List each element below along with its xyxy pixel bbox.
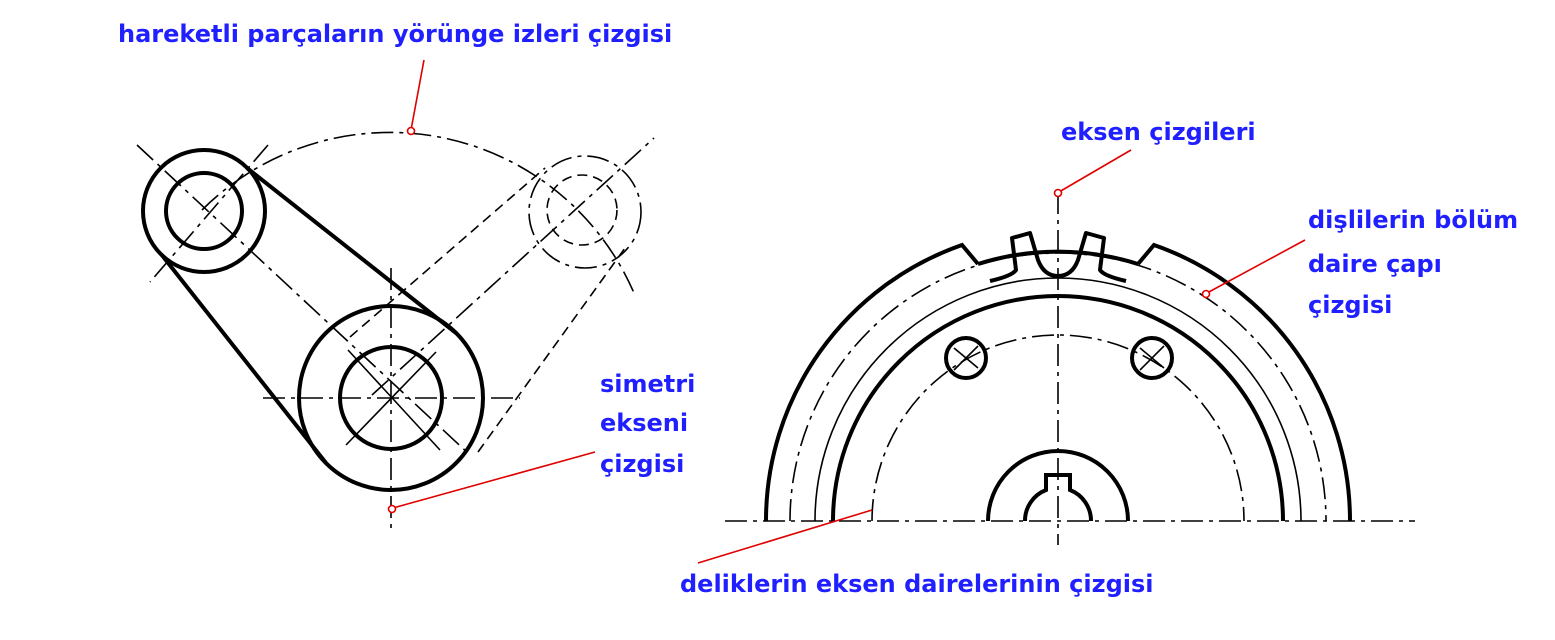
center-line (136, 144, 471, 456)
label-trajectory: hareketli parçaların yörünge izleri çizg… (118, 20, 672, 48)
pitch-circle (789, 252, 1327, 522)
gear-root-arc (977, 249, 1139, 266)
hub-outer-arc (986, 449, 1130, 522)
label-pitch-3: çizgisi (1308, 291, 1392, 319)
root-circle (814, 277, 1302, 522)
axes-leader (1053, 149, 1132, 198)
trajectory-arc (201, 131, 635, 294)
label-pitch-1: dişlilerin bölüm (1308, 206, 1518, 234)
gear-teeth (989, 231, 1127, 283)
label-axes: eksen çizgileri (1061, 118, 1256, 146)
label-symmetry-2: ekseni (600, 409, 688, 437)
center-line (347, 349, 441, 451)
bolt-hole-left (944, 336, 988, 380)
bolt-hole-right (1130, 336, 1174, 380)
label-pitch-2: daire çapı (1308, 250, 1442, 278)
holes-leader (697, 509, 873, 564)
gear-drawing (697, 149, 1415, 564)
ghost-link (349, 137, 655, 453)
bore-with-keyway (1022, 473, 1094, 522)
label-symmetry-1: simetri (600, 370, 695, 398)
trajectory-leader (406, 59, 425, 136)
symmetry-leader (387, 451, 596, 514)
bolt-hole-circle (871, 334, 1245, 522)
label-holes: deliklerin eksen dairelerinin çizgisi (680, 570, 1154, 598)
pitch-leader (1201, 239, 1306, 299)
rim-inner-arc (831, 294, 1285, 522)
linkage-drawing (136, 59, 655, 528)
link-body (141, 148, 485, 492)
center-line (345, 351, 437, 446)
label-symmetry-3: çizgisi (600, 450, 684, 478)
gear-outer-arc-left (763, 242, 980, 522)
gear-outer-arc-right (1136, 242, 1353, 522)
